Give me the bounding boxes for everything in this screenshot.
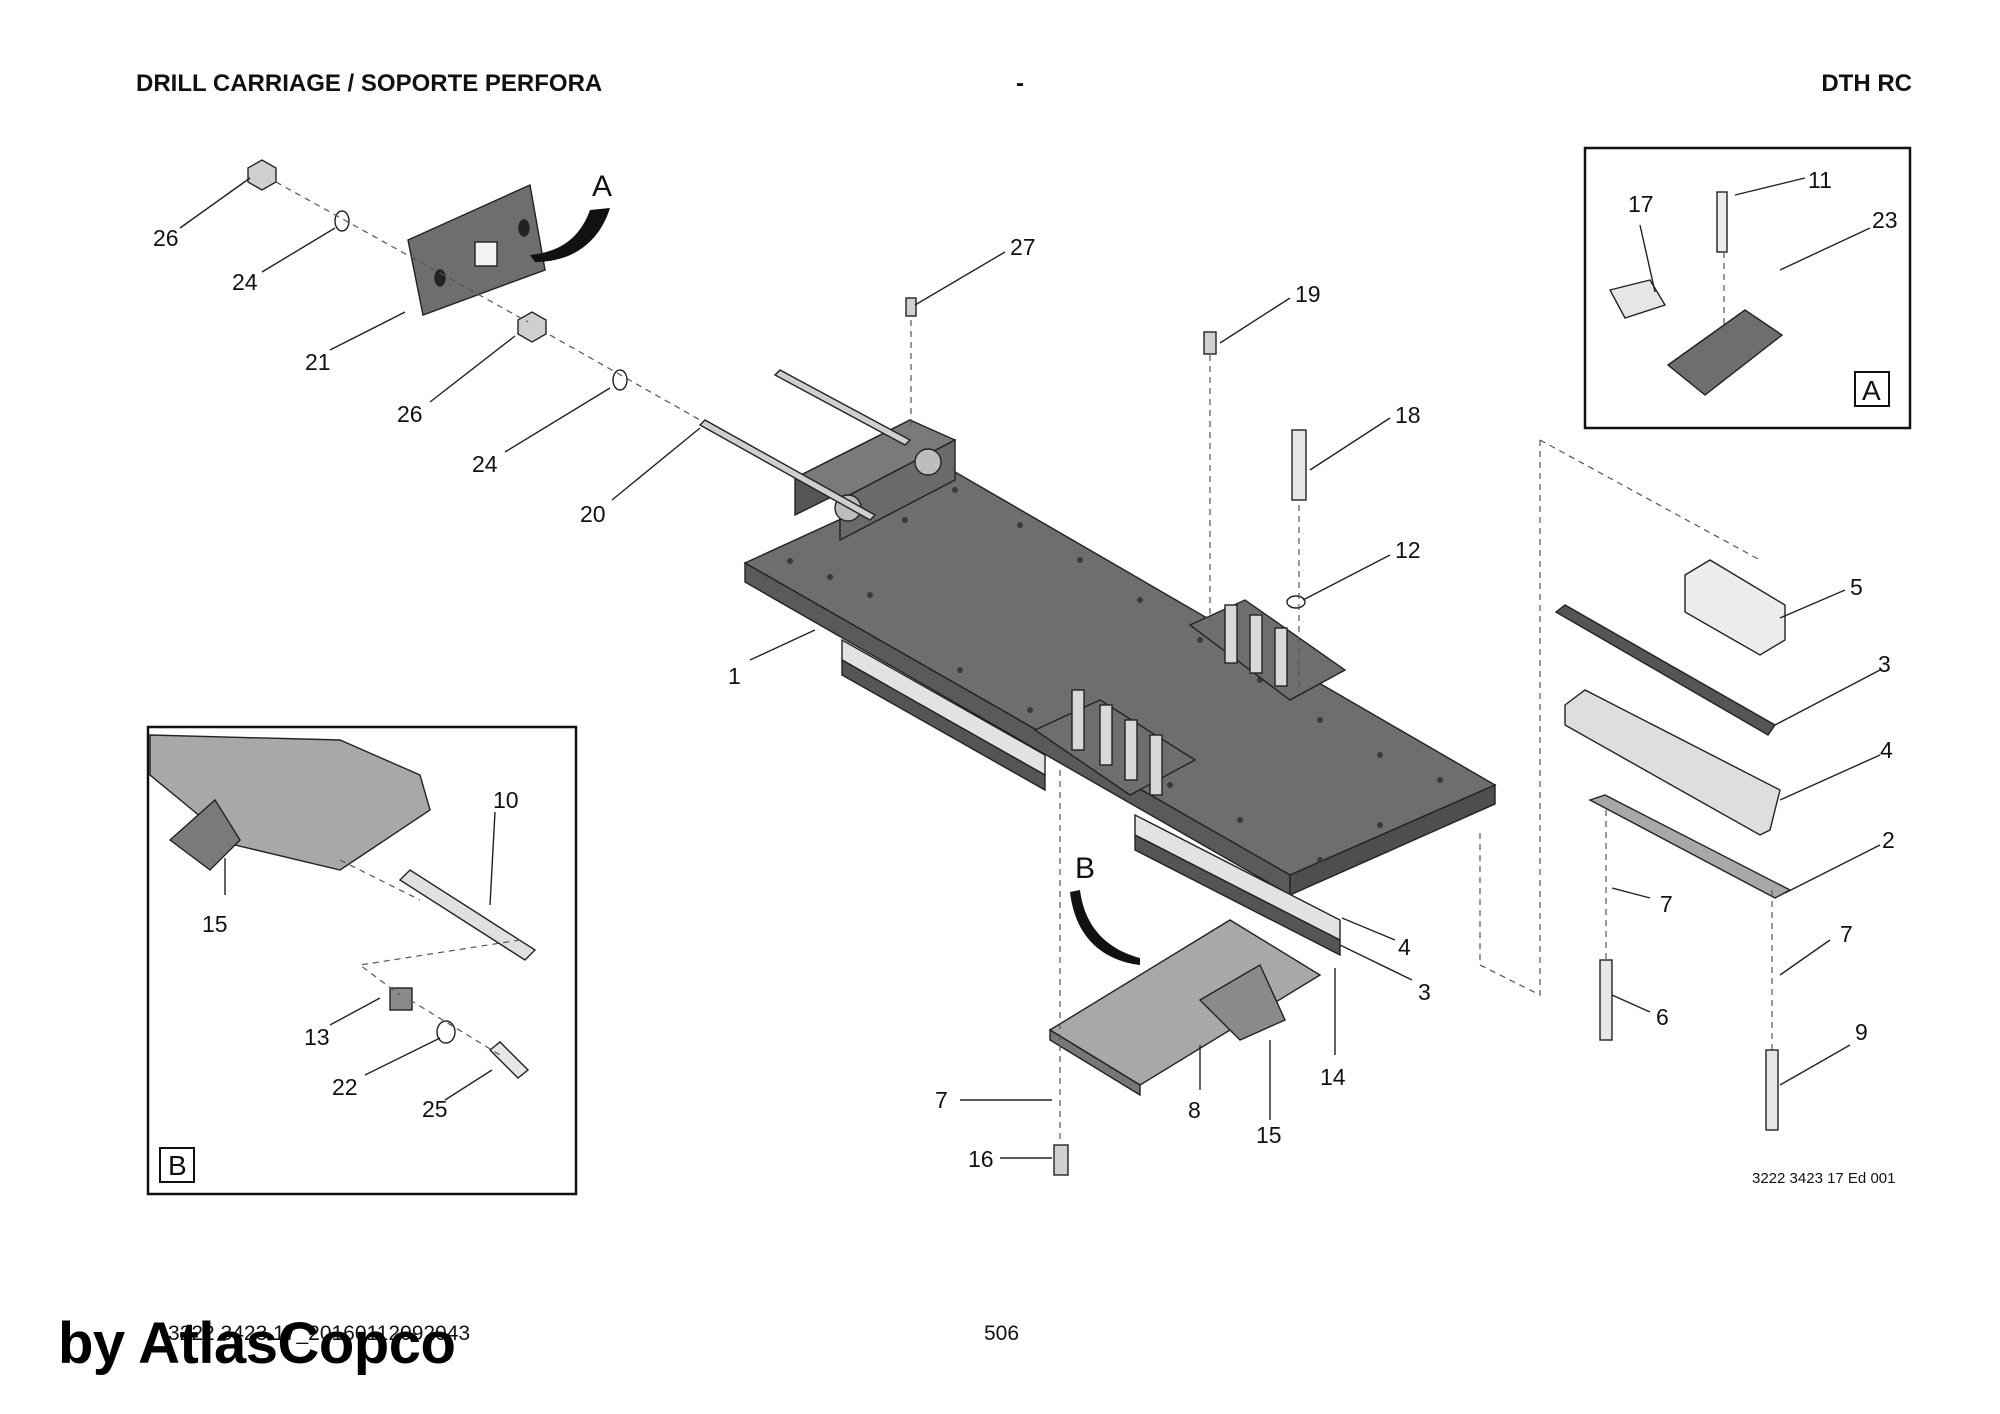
callout-13: 13 bbox=[304, 1024, 330, 1050]
callout-27: 27 bbox=[1010, 234, 1036, 260]
callout-19: 19 bbox=[1295, 281, 1321, 307]
detail-b-frame bbox=[146, 725, 578, 1196]
assembly-dash-lines bbox=[275, 181, 1773, 1140]
callout-3-right: 3 bbox=[1878, 651, 1891, 677]
callout-6: 6 bbox=[1656, 1004, 1669, 1030]
callout-24-mid: 24 bbox=[472, 451, 498, 477]
block-5 bbox=[1684, 559, 1786, 656]
callout-12: 12 bbox=[1395, 537, 1421, 563]
callout-numbers: 26 24 21 26 24 20 A 27 19 18 12 1 17 11 … bbox=[153, 167, 1898, 1181]
grease-nipple-27 bbox=[905, 297, 917, 317]
page-title: DRILL CARRIAGE / SOPORTE PERFORA bbox=[136, 70, 603, 97]
callout-4-center: 4 bbox=[1398, 934, 1411, 960]
carriage-plate bbox=[743, 468, 1497, 897]
callout-26-mid: 26 bbox=[397, 401, 423, 427]
nut-26-top bbox=[247, 159, 277, 191]
model-title: DTH RC bbox=[1821, 70, 1912, 97]
washer-24-mid bbox=[612, 369, 628, 391]
document-id: 3222 3423 17_20160112092043 bbox=[168, 1322, 471, 1345]
callout-11: 11 bbox=[1808, 167, 1832, 193]
callout-2: 2 bbox=[1882, 827, 1895, 853]
callout-24-top: 24 bbox=[232, 269, 258, 295]
callout-b-arrow: B bbox=[1075, 852, 1095, 885]
callout-1: 1 bbox=[728, 663, 741, 689]
callout-20: 20 bbox=[580, 501, 606, 527]
washer-12 bbox=[1286, 595, 1306, 609]
pin-19 bbox=[1203, 331, 1217, 355]
watermark: by AtlasCopco bbox=[58, 1311, 456, 1376]
callout-21: 21 bbox=[305, 349, 331, 375]
rail-4-right bbox=[1564, 689, 1781, 836]
callout-16: 16 bbox=[968, 1146, 994, 1172]
carriage-rails bbox=[841, 638, 1341, 957]
callout-10: 10 bbox=[493, 787, 519, 813]
bolt-6 bbox=[1599, 959, 1613, 1041]
leader-lines bbox=[179, 177, 1881, 1159]
callout-8: 8 bbox=[1188, 1097, 1201, 1123]
callout-9: 9 bbox=[1855, 1019, 1868, 1045]
callout-4-right: 4 bbox=[1880, 737, 1893, 763]
washer-24-top bbox=[334, 210, 350, 232]
callout-15-detail: 15 bbox=[202, 911, 228, 937]
callout-3-center: 3 bbox=[1418, 979, 1431, 1005]
callout-5: 5 bbox=[1850, 574, 1863, 600]
bracket-plate-8 bbox=[1048, 919, 1322, 1097]
bolt-cluster-right bbox=[1188, 599, 1347, 701]
title-separator: - bbox=[1016, 70, 1024, 97]
callout-17: 17 bbox=[1628, 191, 1654, 217]
callout-23: 23 bbox=[1872, 207, 1898, 233]
callout-7-right-a: 7 bbox=[1660, 891, 1673, 917]
callout-b-box: B bbox=[168, 1150, 187, 1181]
callout-18: 18 bbox=[1395, 402, 1421, 428]
detail-a-frame bbox=[1583, 146, 1912, 430]
hitch-block-21 bbox=[407, 183, 546, 316]
drawing-reference: 3222 3423 17 Ed 001 bbox=[1752, 1170, 1896, 1187]
callout-a-box: A bbox=[1862, 375, 1881, 406]
nut-26-mid bbox=[517, 311, 547, 343]
callout-7-bottom: 7 bbox=[935, 1087, 948, 1113]
guide-rods bbox=[698, 369, 912, 521]
arrow-a bbox=[530, 208, 610, 262]
callout-14: 14 bbox=[1320, 1064, 1346, 1090]
callout-7-right-b: 7 bbox=[1840, 921, 1853, 947]
bolt-cluster-center bbox=[1033, 689, 1197, 796]
arrow-b bbox=[1070, 890, 1140, 965]
callout-22: 22 bbox=[332, 1074, 358, 1100]
bolt-16 bbox=[1053, 1144, 1069, 1176]
callout-26-top: 26 bbox=[153, 225, 179, 251]
page-number: 506 bbox=[984, 1322, 1020, 1345]
callout-25: 25 bbox=[422, 1096, 448, 1122]
bolt-9 bbox=[1765, 1049, 1779, 1131]
callout-a-arrow: A bbox=[592, 170, 612, 203]
callout-15-center: 15 bbox=[1256, 1122, 1282, 1148]
bolt-18 bbox=[1291, 429, 1307, 501]
